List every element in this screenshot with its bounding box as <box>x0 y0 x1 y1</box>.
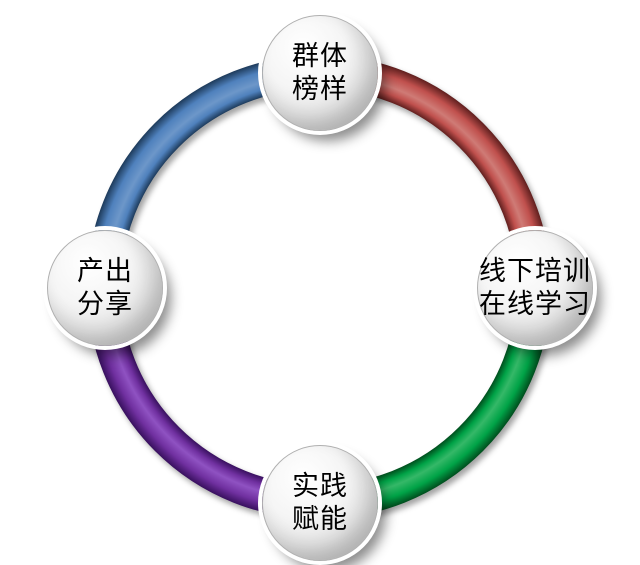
node-label-line: 线下培训 <box>479 256 591 286</box>
node-label-line: 在线学习 <box>479 289 591 319</box>
node-practice-empowerment: 实践 赋能 <box>262 445 378 561</box>
node-label-line: 产出 <box>77 256 133 286</box>
node-label-line: 群体 <box>292 41 348 71</box>
node-label: 线下培训 在线学习 <box>479 255 591 321</box>
node-label-line: 赋能 <box>292 504 348 534</box>
node-output-sharing: 产出 分享 <box>47 230 163 346</box>
node-label-line: 分享 <box>77 289 133 319</box>
node-label: 群体 榜样 <box>292 40 348 106</box>
node-label-line: 榜样 <box>292 74 348 104</box>
node-label: 产出 分享 <box>77 255 133 321</box>
node-group-role-model: 群体 榜样 <box>262 15 378 131</box>
node-label: 实践 赋能 <box>292 470 348 536</box>
node-label-line: 实践 <box>292 471 348 501</box>
node-offline-training-online-learning: 线下培训 在线学习 <box>477 230 593 346</box>
